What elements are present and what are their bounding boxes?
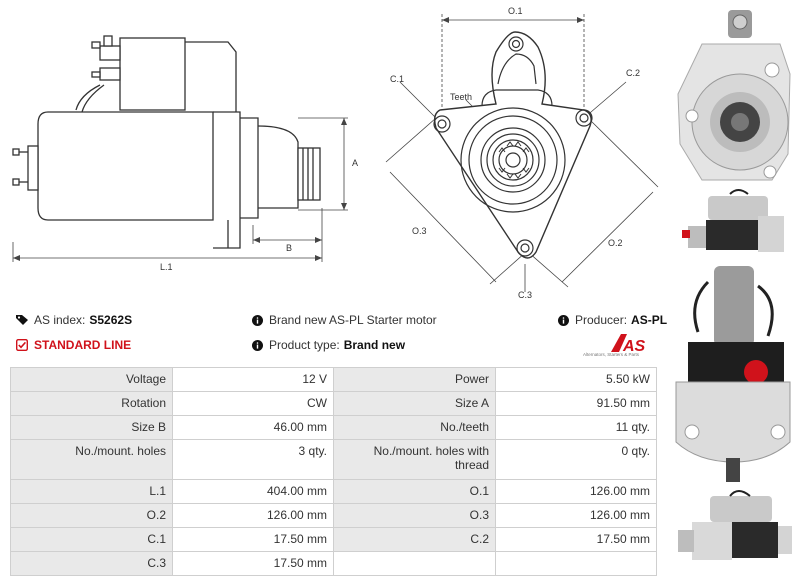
dim-label-c2: C.2 bbox=[626, 68, 640, 78]
spec-value: 0 qty. bbox=[495, 439, 657, 480]
spec-label: O.2 bbox=[10, 503, 173, 528]
standard-line-row: STANDARD LINE bbox=[16, 338, 131, 352]
spec-value: 17.50 mm bbox=[172, 527, 334, 552]
spec-value: 126.00 mm bbox=[495, 503, 657, 528]
product-type-label: Product type: bbox=[269, 338, 340, 352]
spec-value: 12 V bbox=[172, 367, 334, 392]
spec-value: 17.50 mm bbox=[495, 527, 657, 552]
dim-label-b: B bbox=[286, 243, 292, 253]
spec-label: Voltage bbox=[10, 367, 173, 392]
spec-value: 46.00 mm bbox=[172, 415, 334, 440]
as-index-label: AS index: bbox=[34, 313, 86, 327]
tag-icon bbox=[16, 314, 28, 326]
spec-value: 3 qty. bbox=[172, 439, 334, 480]
product-photo-top[interactable] bbox=[668, 262, 798, 484]
product-photo-front[interactable] bbox=[672, 4, 796, 186]
spec-label bbox=[333, 551, 496, 576]
side-view-drawing: L.1 B A bbox=[8, 30, 363, 280]
producer-label: Producer: bbox=[575, 313, 628, 327]
standard-line-label: STANDARD LINE bbox=[34, 338, 132, 352]
svg-text:AS: AS bbox=[622, 338, 646, 354]
spec-label: Rotation bbox=[10, 391, 173, 416]
spec-label: C.2 bbox=[333, 527, 496, 552]
producer-row: Producer: AS-PL bbox=[558, 313, 667, 327]
spec-label: No./teeth bbox=[333, 415, 496, 440]
product-photo-side-1[interactable] bbox=[678, 186, 796, 262]
product-description: Brand new AS-PL Starter motor bbox=[269, 313, 437, 327]
dim-label-c1: C.1 bbox=[390, 74, 404, 84]
as-index-row: AS index: S5262S bbox=[16, 313, 132, 327]
dim-label-o2: O.2 bbox=[608, 238, 623, 248]
spec-value: 5.50 kW bbox=[495, 367, 657, 392]
spec-label: O.3 bbox=[333, 503, 496, 528]
dim-label-o1: O.1 bbox=[508, 6, 523, 16]
as-index-value: S5262S bbox=[89, 313, 133, 327]
dim-label-l1: L.1 bbox=[160, 262, 173, 272]
info-icon bbox=[558, 314, 569, 326]
spec-value: 91.50 mm bbox=[495, 391, 657, 416]
spec-value: 126.00 mm bbox=[172, 503, 334, 528]
spec-label: L.1 bbox=[10, 479, 173, 504]
spec-value bbox=[495, 551, 657, 576]
spec-label: C.1 bbox=[10, 527, 173, 552]
dim-label-a: A bbox=[352, 158, 358, 168]
spec-label: Power bbox=[333, 367, 496, 392]
as-pl-logo: AS bbox=[593, 332, 663, 360]
spec-value: 11 qty. bbox=[495, 415, 657, 440]
spec-label: O.1 bbox=[333, 479, 496, 504]
logo-tagline: Alternators, Starters & Parts bbox=[583, 352, 640, 357]
dim-label-teeth: Teeth bbox=[450, 92, 472, 102]
front-view-drawing: O.1 C.1 C.2 C.3 Teeth O.3 O.2 bbox=[378, 2, 670, 302]
spec-value: 126.00 mm bbox=[495, 479, 657, 504]
dim-label-c3: C.3 bbox=[518, 290, 532, 300]
spec-value: 17.50 mm bbox=[172, 551, 334, 576]
info-icon bbox=[252, 314, 263, 326]
spec-label: Size A bbox=[333, 391, 496, 416]
spec-value: 404.00 mm bbox=[172, 479, 334, 504]
info-icon bbox=[252, 339, 263, 351]
producer-value: AS-PL bbox=[631, 313, 668, 327]
spec-label: No./mount. holes with thread bbox=[333, 439, 496, 480]
product-type-value: Brand new bbox=[343, 338, 406, 352]
description-row: Brand new AS-PL Starter motor bbox=[252, 313, 437, 327]
spec-label: Size B bbox=[10, 415, 173, 440]
spec-value: CW bbox=[172, 391, 334, 416]
checkbox-checked-icon bbox=[16, 339, 28, 351]
product-photo-side-2[interactable] bbox=[672, 486, 798, 574]
product-type-row: Product type: Brand new bbox=[252, 338, 405, 352]
dim-label-o3: O.3 bbox=[412, 226, 427, 236]
spec-label: C.3 bbox=[10, 551, 173, 576]
spec-label: No./mount. holes bbox=[10, 439, 173, 480]
